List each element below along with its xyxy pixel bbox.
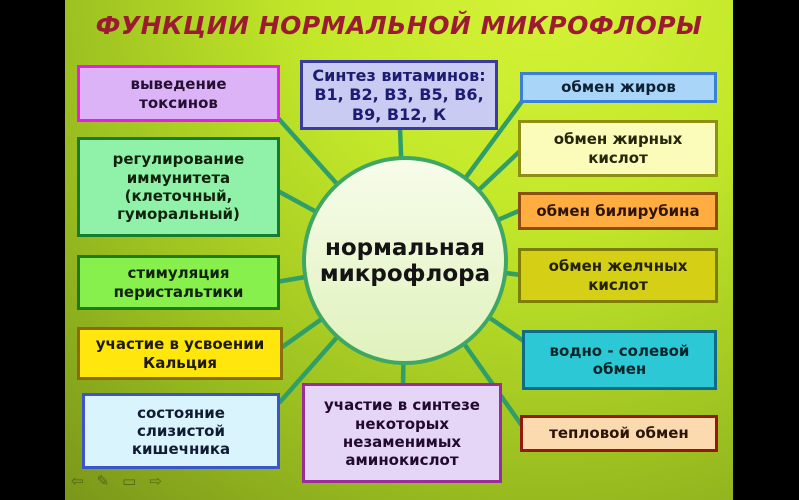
box-fats: обмен жиров [520, 72, 717, 103]
box-calcium: участие в усвоении Кальция [77, 327, 283, 380]
box-bile-acids: обмен желчных кислот [518, 248, 718, 303]
letterbox-left [0, 0, 65, 500]
slide-canvas: ФУНКЦИИ НОРМАЛЬНОЙ МИКРОФЛОРЫ выведение … [65, 0, 733, 500]
box-vitamins: Синтез витаминов: В1, В2, В3, В5, В6, В9… [300, 60, 498, 130]
box-mucosa: состояние слизистой кишечника [82, 393, 280, 469]
box-bilirubin: обмен билирубина [518, 192, 718, 230]
central-node: нормальная микрофлора [302, 156, 508, 365]
box-fatty-acids: обмен жирных кислот [518, 120, 718, 177]
box-peristalsis: стимуляция перистальтики [77, 255, 280, 310]
box-amino: участие в синтезе некоторых незаменимых … [302, 383, 502, 483]
slide-title: ФУНКЦИИ НОРМАЛЬНОЙ МИКРОФЛОРЫ [95, 11, 703, 40]
pen-tool-icon[interactable]: ✎ [96, 472, 110, 490]
box-immunity: регулирование иммунитета (клеточный, гум… [77, 137, 280, 237]
next-slide-icon[interactable]: ⇨ [149, 472, 162, 490]
slide-menu-icon[interactable]: ▭ [122, 472, 137, 490]
slideshow-nav-bar: ⇦ ✎ ▭ ⇨ [71, 472, 162, 490]
box-heat: тепловой обмен [520, 415, 718, 452]
prev-slide-icon[interactable]: ⇦ [71, 472, 84, 490]
letterbox-right [733, 0, 799, 500]
box-toxins: выведение токсинов [77, 65, 280, 122]
box-water-salt: водно - солевой обмен [522, 330, 717, 390]
